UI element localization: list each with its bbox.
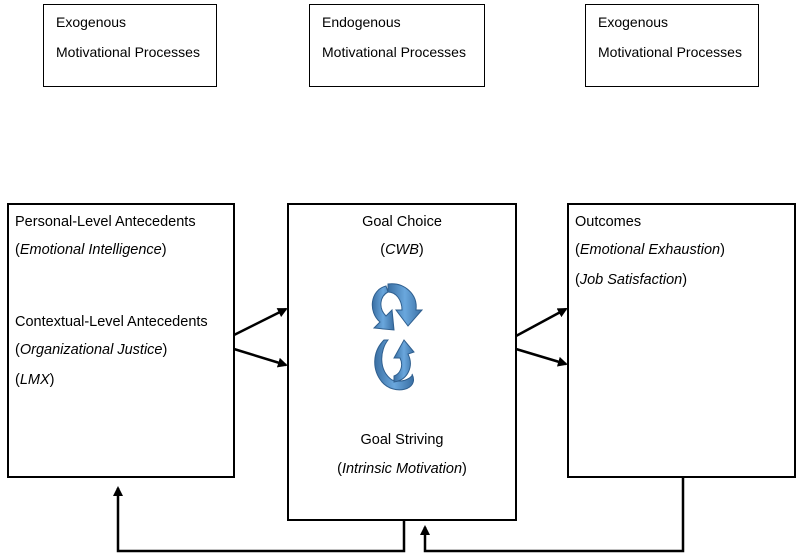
personal-antecedents-title: Personal-Level Antecedents — [15, 214, 196, 230]
arrow-antecedents-to-choice — [233, 307, 288, 337]
header-endogenous: Endogenous Motivational Processes — [309, 4, 485, 87]
goal-striving-title: Goal Striving — [360, 432, 444, 448]
header-line2: Motivational Processes — [56, 44, 200, 60]
personal-antecedents-item: (Emotional Intelligence) — [15, 242, 167, 258]
header-line1: Exogenous — [56, 14, 127, 30]
header-exogenous-right: Exogenous Motivational Processes — [585, 4, 759, 87]
header-line1: Exogenous — [598, 14, 669, 30]
header-line2: Motivational Processes — [598, 44, 742, 60]
goal-striving-item: (Intrinsic Motivation) — [337, 461, 467, 477]
outcomes-title: Outcomes — [575, 214, 642, 230]
outcomes-item2: (Job Satisfaction) — [575, 272, 688, 288]
feedback-goals-to-antecedents — [113, 486, 406, 553]
outcomes-box: Outcomes (Emotional Exhaustion) (Job Sat… — [567, 203, 796, 478]
arrow-goals-to-outcomes-top — [515, 307, 568, 338]
contextual-antecedents-item1: (Organizational Justice) — [15, 342, 168, 358]
outcomes-item1: (Emotional Exhaustion) — [575, 242, 725, 258]
goal-choice-title: Goal Choice — [362, 214, 442, 230]
header-line1: Endogenous — [322, 14, 401, 30]
antecedents-box: Personal-Level Antecedents (Emotional In… — [7, 203, 235, 478]
goals-box: Goal Choice (CWB) Goal Striving (Intrins… — [287, 203, 517, 521]
header-exogenous-left: Exogenous Motivational Processes — [43, 4, 217, 87]
arrow-antecedents-to-striving — [233, 347, 288, 368]
contextual-antecedents-title: Contextual-Level Antecedents — [15, 314, 208, 330]
arrow-goals-to-outcomes-bottom — [515, 347, 568, 367]
goal-choice-item: (CWB) — [380, 242, 424, 258]
contextual-antecedents-item2: (LMX) — [15, 372, 55, 388]
header-line2: Motivational Processes — [322, 44, 466, 60]
cycle-arrows-icon — [371, 283, 424, 391]
feedback-outcomes-to-goals — [420, 478, 685, 553]
